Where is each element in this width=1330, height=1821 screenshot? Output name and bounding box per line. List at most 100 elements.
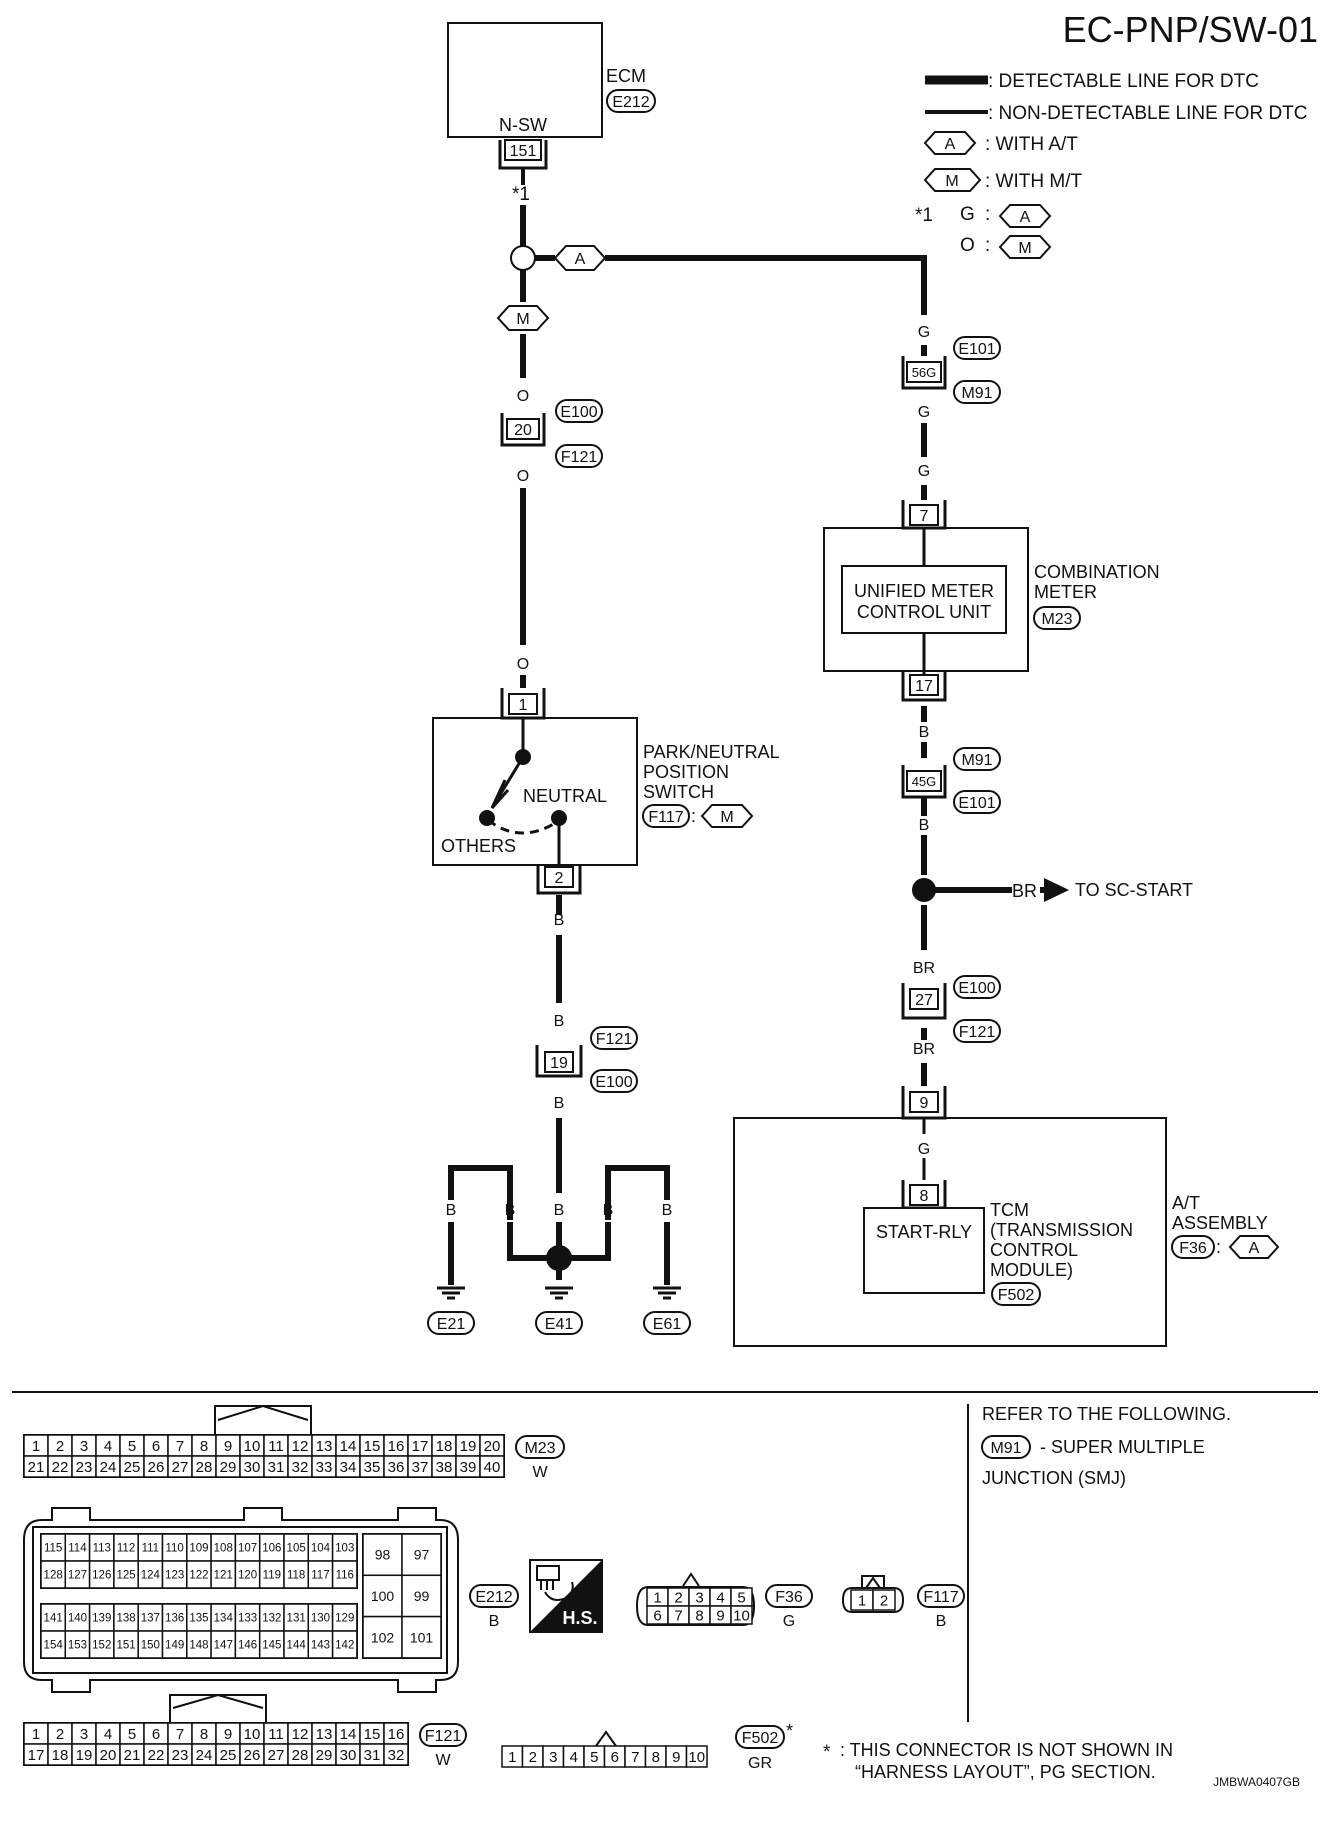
svg-text:2: 2: [555, 870, 564, 887]
svg-text:147: 147: [214, 1640, 233, 1652]
connector-pin: 3: [71, 1434, 97, 1457]
svg-text:6: 6: [152, 1438, 160, 1455]
connector-pin: 4: [95, 1722, 121, 1745]
svg-text:104: 104: [311, 1543, 331, 1555]
connector-pin: 6: [143, 1722, 169, 1745]
connector-tag-e101: E101: [953, 336, 1001, 360]
junction-pin-19: 19: [535, 1045, 583, 1078]
legend-note-colon1: :: [985, 204, 990, 225]
svg-text:24: 24: [100, 1459, 117, 1476]
ground-splice: [546, 1245, 572, 1271]
svg-text:98: 98: [375, 1547, 391, 1563]
svg-text:145: 145: [262, 1640, 281, 1652]
svg-text:40: 40: [484, 1459, 501, 1476]
svg-text:10: 10: [244, 1438, 261, 1455]
connector-pin: 98: [362, 1533, 403, 1577]
svg-text:35: 35: [364, 1459, 381, 1476]
connector-pin: 27: [167, 1455, 193, 1478]
connector-pin: 12: [287, 1434, 313, 1457]
svg-text:7: 7: [631, 1749, 639, 1766]
connector-pin: 9: [215, 1434, 241, 1457]
svg-text:1: 1: [519, 697, 528, 714]
svg-text:13: 13: [316, 1726, 333, 1743]
svg-text:8: 8: [652, 1749, 660, 1766]
connector-pin: 5: [730, 1587, 753, 1607]
svg-text:17: 17: [28, 1747, 45, 1764]
pnp-name2: POSITION: [643, 762, 729, 782]
svg-text:11: 11: [268, 1726, 284, 1743]
svg-text:E212: E212: [475, 1589, 512, 1606]
svg-text:6: 6: [152, 1726, 160, 1743]
svg-text:4: 4: [104, 1438, 112, 1455]
sc-start-arrow-icon: [1044, 878, 1069, 902]
svg-text:1: 1: [508, 1749, 516, 1766]
svg-text:16: 16: [388, 1438, 405, 1455]
pnp-name1: PARK/NEUTRAL: [643, 742, 780, 762]
ecm-note-mark: *1: [512, 184, 530, 205]
wire-color: G: [918, 463, 930, 480]
connector-pin: 11: [263, 1722, 289, 1745]
svg-text:32: 32: [292, 1459, 309, 1476]
connector-tag-m23-b: M23: [515, 1435, 565, 1459]
connector-tag-m91: M91: [953, 380, 1001, 404]
at-assembly-name2: ASSEMBLY: [1172, 1213, 1268, 1233]
svg-text:1: 1: [858, 1592, 866, 1609]
svg-text:144: 144: [287, 1640, 307, 1652]
wire-color: G: [918, 1141, 930, 1158]
connector-pin: 2: [872, 1589, 896, 1611]
junction-pin-45g: 45G: [901, 765, 947, 799]
svg-text:56G: 56G: [912, 365, 937, 380]
connector-pin: 6: [143, 1434, 169, 1457]
svg-text:2: 2: [674, 1589, 682, 1606]
connector-f117-face: [841, 1575, 905, 1613]
connector-pin: 104: [307, 1533, 334, 1562]
connector-pin: 13: [311, 1434, 337, 1457]
svg-text:2: 2: [56, 1438, 64, 1455]
svg-text:F117: F117: [923, 1589, 958, 1606]
sc-start-label: TO SC-START: [1075, 880, 1193, 900]
connector-pin: 2: [47, 1434, 73, 1457]
connector-pin: 12: [287, 1722, 313, 1745]
connector-pin: 2: [47, 1722, 73, 1745]
svg-text:128: 128: [44, 1570, 63, 1582]
connector-pin: 148: [186, 1630, 212, 1659]
svg-text:151: 151: [510, 143, 537, 160]
pnp-name3: SWITCH: [643, 782, 714, 802]
connector-pin: 149: [161, 1630, 188, 1659]
footnote-mark: *: [823, 1742, 831, 1763]
connector-pin: 119: [258, 1560, 285, 1589]
connector-pin: 3: [542, 1745, 565, 1768]
footnote-line2: “HARNESS LAYOUT”, PG SECTION.: [855, 1762, 1156, 1782]
connector-tag-m23: M23: [1033, 606, 1081, 630]
wire-tag-mt: M: [496, 305, 550, 331]
wire-color: B: [554, 1095, 565, 1112]
junction-pin-27: 27: [901, 983, 947, 1020]
connector-pin: 132: [258, 1603, 285, 1632]
svg-text:14: 14: [340, 1438, 357, 1455]
svg-text:30: 30: [340, 1747, 357, 1764]
wire-color: O: [517, 388, 529, 405]
svg-text:8: 8: [200, 1438, 208, 1455]
svg-text:31: 31: [268, 1459, 285, 1476]
connector-tag-f121: F121: [555, 444, 603, 468]
connector-pin: 1: [646, 1587, 669, 1607]
svg-text:15: 15: [364, 1726, 381, 1743]
connector-pin: 123: [161, 1560, 188, 1589]
connector-pin: 23: [167, 1743, 193, 1766]
connector-pin: 117: [307, 1560, 334, 1589]
svg-text:138: 138: [116, 1613, 135, 1625]
unified-meter-control-unit: [841, 565, 1007, 634]
svg-text:15: 15: [364, 1438, 381, 1455]
connector-pin: 8: [191, 1722, 217, 1745]
connector-pin: 131: [283, 1603, 310, 1632]
connector-tag-f502-b: F502: [735, 1725, 785, 1749]
connector-pin: 19: [71, 1743, 97, 1766]
combination-meter-name1: COMBINATION: [1034, 562, 1160, 582]
svg-text:33: 33: [316, 1459, 333, 1476]
connector-pin: 110: [161, 1533, 188, 1562]
connector-pin: 115: [40, 1533, 67, 1562]
wire-color: G: [918, 404, 930, 421]
connector-f36-color: G: [783, 1613, 795, 1630]
svg-text:102: 102: [371, 1629, 395, 1645]
